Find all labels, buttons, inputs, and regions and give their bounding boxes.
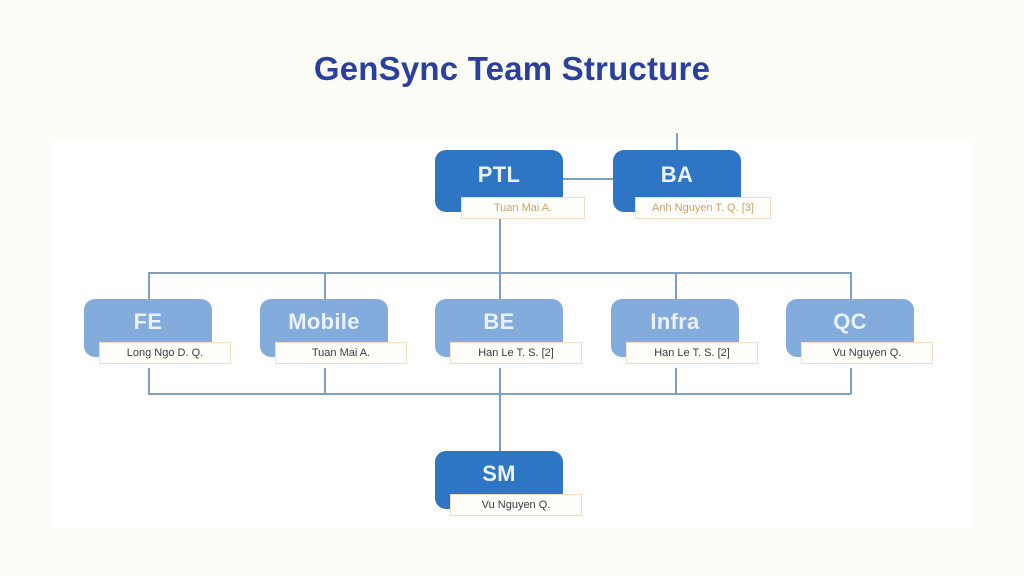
org-node-infra-owner: Han Le T. S. [2] xyxy=(626,342,758,364)
connector-ba-stub xyxy=(676,133,678,151)
org-node-sm-owner: Vu Nguyen Q. xyxy=(450,494,582,516)
connector-down-to-sm xyxy=(499,393,501,451)
org-node-ptl-owner: Tuan Mai A. xyxy=(461,197,585,219)
org-node-ba-owner: Anh Nguyen T. Q. [3] xyxy=(635,197,771,219)
connector-riser-qc xyxy=(850,368,852,394)
connector-drop-infra xyxy=(675,272,677,299)
connector-drop-fe xyxy=(148,272,150,299)
connector-drop-mobile xyxy=(324,272,326,299)
connector-riser-fe xyxy=(148,368,150,394)
org-node-mobile-title: Mobile xyxy=(288,309,360,334)
org-node-sm-title: SM xyxy=(482,461,516,486)
org-node-be-title: BE xyxy=(483,309,515,334)
org-node-infra-title: Infra xyxy=(650,309,700,334)
connector-drop-qc xyxy=(850,272,852,299)
slide-title: GenSync Team Structure xyxy=(313,50,711,87)
org-node-qc-title: QC xyxy=(833,309,867,334)
org-node-fe-title: FE xyxy=(133,309,163,334)
connector-riser-mobile xyxy=(324,368,326,394)
org-node-mobile-owner: Tuan Mai A. xyxy=(275,342,407,364)
org-node-fe-owner: Long Ngo D. Q. xyxy=(99,342,231,364)
connector-ptl-down xyxy=(499,210,501,273)
org-node-qc-owner: Vu Nguyen Q. xyxy=(801,342,933,364)
org-chart-panel: PTL Tuan Mai A. BA Anh Nguyen T. Q. [3] … xyxy=(53,133,972,528)
connector-riser-be xyxy=(499,368,501,394)
connector-riser-infra xyxy=(675,368,677,394)
connector-drop-be xyxy=(499,272,501,299)
org-node-be-owner: Han Le T. S. [2] xyxy=(450,342,582,364)
org-node-ptl-title: PTL xyxy=(477,162,521,187)
org-node-ba-title: BA xyxy=(660,162,694,187)
